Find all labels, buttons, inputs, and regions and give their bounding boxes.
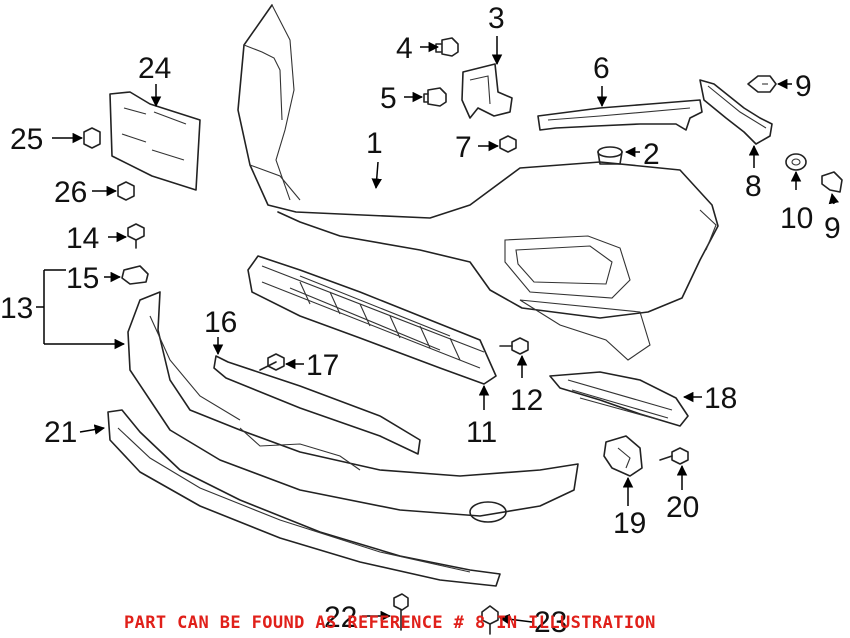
retainer-2 — [597, 146, 623, 165]
callout-26: 26 — [54, 176, 87, 209]
bolt-23 — [481, 605, 499, 635]
callout-25: 25 — [10, 123, 43, 156]
bumper-cover — [237, 4, 719, 361]
reference-note: PART CAN BE FOUND AS REFERENCE # 8 IN IL… — [124, 613, 656, 633]
grille-11 — [247, 255, 497, 385]
screw-7 — [499, 135, 517, 153]
nut-15 — [121, 265, 149, 285]
bracket-24 — [109, 91, 201, 191]
callout-1: 1 — [366, 127, 383, 160]
callout-21: 21 — [44, 416, 77, 449]
lower-absorber-13 — [127, 291, 579, 523]
bolt-4 — [435, 37, 459, 57]
callout-16: 16 — [204, 306, 237, 339]
callout-20: 20 — [666, 491, 699, 524]
callout-8: 8 — [745, 170, 762, 203]
callout-7: 7 — [455, 131, 472, 164]
bolt-17 — [259, 353, 285, 371]
bracket-19 — [603, 435, 643, 477]
callout-19: 19 — [613, 507, 646, 540]
callout-2: 2 — [643, 138, 660, 171]
bolt-20 — [659, 447, 689, 465]
leader-lines — [36, 36, 840, 625]
clip-25 — [83, 127, 101, 149]
callout-22: 22 — [324, 601, 357, 634]
clip-9-bottom — [821, 171, 843, 193]
callout-9-top: 9 — [795, 70, 812, 103]
bolt-22 — [393, 593, 409, 631]
callout-4: 4 — [396, 32, 413, 65]
callout-14: 14 — [66, 222, 99, 255]
callout-3: 3 — [488, 2, 505, 35]
clip-26 — [117, 181, 135, 201]
callout-24: 24 — [138, 52, 171, 85]
grommet-10 — [785, 153, 807, 171]
callout-23: 23 — [534, 606, 567, 638]
callout-9-bottom: 9 — [824, 212, 841, 245]
callout-13: 13 — [0, 292, 33, 325]
clip-9-top — [747, 75, 777, 93]
callout-6: 6 — [593, 52, 610, 85]
callout-10: 10 — [780, 202, 813, 235]
callout-12: 12 — [510, 384, 543, 417]
bracket-6 — [537, 99, 703, 131]
bolt-5 — [423, 87, 447, 107]
cover-18 — [549, 371, 689, 427]
callout-11: 11 — [466, 416, 497, 449]
bolt-12 — [499, 337, 529, 355]
callout-15: 15 — [66, 262, 99, 295]
callout-17: 17 — [306, 349, 339, 382]
bracket-3 — [461, 63, 513, 119]
screw-14 — [127, 223, 145, 249]
strip-16 — [213, 355, 421, 455]
callout-18: 18 — [704, 382, 737, 415]
callout-5: 5 — [380, 82, 397, 115]
deflector-21 — [107, 409, 501, 587]
bracket-8 — [699, 79, 773, 145]
